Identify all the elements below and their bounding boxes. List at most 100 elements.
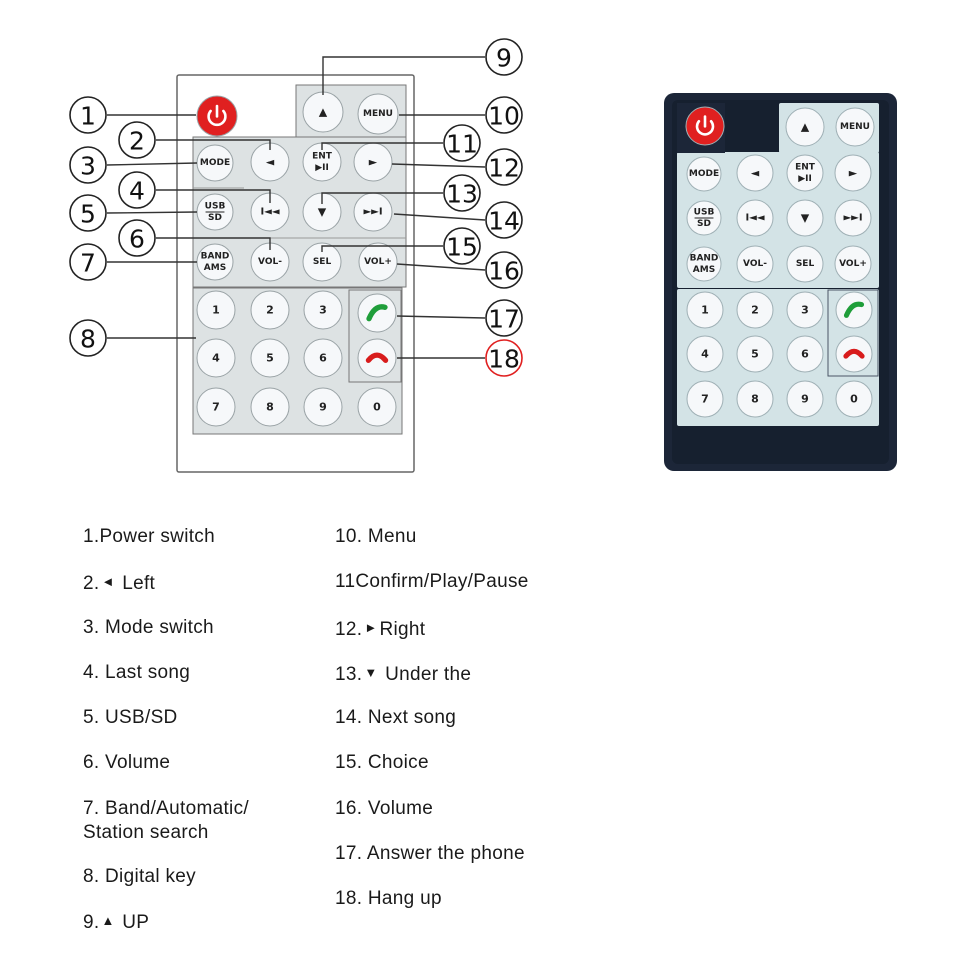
callout-number: 10: [488, 102, 520, 131]
digit-1-button-line-drawing[interactable]: 1: [196, 290, 236, 330]
digit-6-button-photo[interactable]: 6: [786, 335, 824, 373]
button-label-bottom: SD: [208, 213, 222, 223]
digit-9-button-line-drawing[interactable]: 9: [303, 387, 343, 427]
digit-5-button-line-drawing[interactable]: 5: [250, 338, 290, 378]
menu-button-photo[interactable]: MENU: [835, 107, 875, 147]
callout-number: 7: [80, 249, 96, 278]
callout-8: 8: [69, 319, 196, 357]
down-button-photo[interactable]: ▼: [786, 199, 824, 237]
callout-12: 12: [391, 148, 523, 186]
answer-call-button-line-drawing[interactable]: [357, 293, 397, 333]
legend-item-left-5: 5. USB/SD: [83, 706, 178, 730]
legend-item-left-1: 1.Power switch: [83, 525, 215, 549]
button-label-bottom: AMS: [204, 263, 226, 273]
down-button-line-drawing[interactable]: ▼: [302, 192, 342, 232]
button-label: 0: [373, 401, 381, 414]
button-label: 7: [212, 401, 220, 414]
button-label: ▲: [319, 106, 328, 119]
legend-text: Menu: [362, 526, 417, 547]
callout-leader-line: [321, 245, 443, 252]
volume-up-button-line-drawing[interactable]: VOL+: [358, 242, 398, 282]
callout-3: 3: [69, 146, 198, 184]
left-button-photo[interactable]: ◄: [736, 154, 774, 192]
hang-up-button-photo[interactable]: [835, 335, 873, 373]
callout-number: 12: [488, 154, 520, 183]
digit-7-button-line-drawing[interactable]: 7: [196, 387, 236, 427]
button-label: ▲: [801, 121, 810, 134]
digit-8-button-photo[interactable]: 8: [736, 380, 774, 418]
digit-0-button-photo[interactable]: 0: [835, 380, 873, 418]
hang-up-button-line-drawing[interactable]: [357, 338, 397, 378]
digit-4-button-line-drawing[interactable]: 4: [196, 338, 236, 378]
power-icon: [695, 115, 715, 136]
callout-circle: [485, 251, 523, 289]
power-button-line-drawing[interactable]: [196, 95, 238, 137]
digit-3-button-photo[interactable]: 3: [786, 291, 824, 329]
digit-5-button-photo[interactable]: 5: [736, 335, 774, 373]
volume-up-button-photo[interactable]: VOL+: [834, 245, 872, 283]
digit-1-button-photo[interactable]: 1: [686, 291, 724, 329]
menu-button-line-drawing[interactable]: MENU: [357, 93, 399, 135]
select-button-line-drawing[interactable]: SEL: [302, 242, 342, 282]
button-label: VOL-: [743, 259, 767, 269]
previous-track-button-photo[interactable]: I◄◄: [736, 199, 774, 237]
legend-item-left-7: 7. Band/Automatic/ Station search: [83, 797, 313, 845]
button-label-top: ENT: [312, 152, 333, 162]
button-label: 8: [751, 393, 759, 406]
callout-6: 6: [118, 219, 271, 257]
digit-8-button-line-drawing[interactable]: 8: [250, 387, 290, 427]
right-button-photo[interactable]: ►: [834, 154, 872, 192]
answer-call-button-photo[interactable]: [835, 291, 873, 329]
button-label: 3: [801, 304, 809, 317]
callout-16: 16: [396, 251, 523, 289]
legend-number: 5.: [83, 707, 100, 728]
mode-button-photo[interactable]: MODE: [686, 156, 722, 192]
legend-text: Volume: [362, 798, 434, 819]
button-label: ►: [849, 167, 858, 180]
digit-3-button-line-drawing[interactable]: 3: [303, 290, 343, 330]
digit-2-button-line-drawing[interactable]: 2: [250, 290, 290, 330]
legend-item-right-8: 17. Answer the phone: [335, 842, 525, 866]
callout-10: 10: [399, 96, 523, 134]
button-label-top: USB: [205, 202, 226, 212]
select-button-photo[interactable]: SEL: [786, 245, 824, 283]
callout-circle: [118, 171, 156, 209]
legend-glyph: ▼: [364, 665, 378, 680]
callout-leader-line: [396, 263, 486, 271]
power-button-photo[interactable]: [685, 106, 725, 146]
legend-number: 7.: [83, 798, 100, 819]
button-label-bottom: SD: [697, 219, 711, 229]
digit-7-button-photo[interactable]: 7: [686, 380, 724, 418]
callout-circle: [485, 96, 523, 134]
legend-item-right-6: 15. Choice: [335, 751, 429, 775]
up-button-line-drawing[interactable]: ▲: [302, 91, 344, 133]
digit-0-button-line-drawing[interactable]: 0: [357, 387, 397, 427]
callout-leader-line: [322, 56, 485, 95]
digit-9-button-photo[interactable]: 9: [786, 380, 824, 418]
callout-number: 18: [488, 345, 520, 374]
next-track-button-line-drawing[interactable]: ►►I: [353, 192, 393, 232]
callout-circle: [485, 148, 523, 186]
button-label: ►: [369, 156, 378, 169]
button-label-top: ENT: [795, 163, 816, 173]
mode-button-line-drawing[interactable]: MODE: [196, 144, 234, 182]
right-button-line-drawing[interactable]: ►: [353, 142, 393, 182]
button-label: 7: [701, 393, 709, 406]
callout-leader-line: [321, 142, 443, 150]
next-track-button-photo[interactable]: ►►I: [834, 199, 872, 237]
digit-6-button-line-drawing[interactable]: 6: [303, 338, 343, 378]
up-button-photo[interactable]: ▲: [785, 107, 825, 147]
button-label: 1: [701, 304, 709, 317]
digit-4-button-photo[interactable]: 4: [686, 335, 724, 373]
volume-down-button-photo[interactable]: VOL-: [736, 245, 774, 283]
enter-play-pause-button-photo[interactable]: ENT▶II: [786, 154, 824, 192]
legend-item-right-7: 16. Volume: [335, 797, 433, 821]
digit-2-button-photo[interactable]: 2: [736, 291, 774, 329]
callout-circle: [118, 121, 156, 159]
callout-circle: [69, 96, 107, 134]
button-label: ◄: [266, 156, 275, 169]
